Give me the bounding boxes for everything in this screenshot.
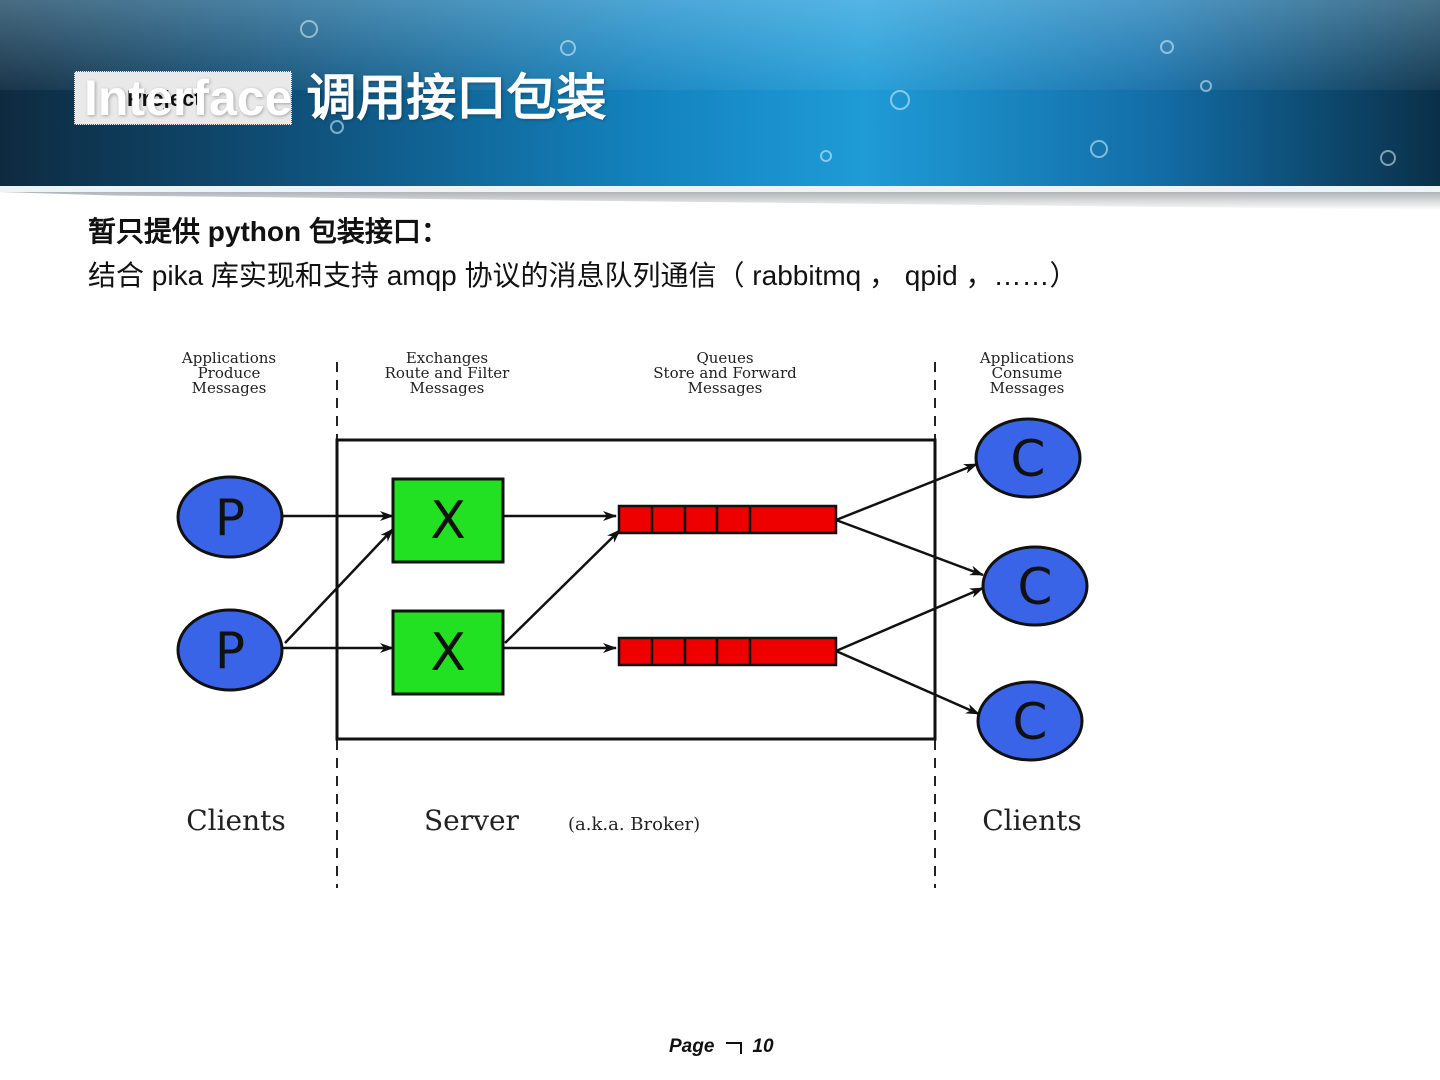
arrow-x2-q1	[504, 529, 621, 644]
page-number: 10	[752, 1036, 774, 1057]
header-text: Store and Forward	[653, 364, 797, 382]
consumer-label: C	[1018, 558, 1053, 616]
column-header-consumers: Applications Consume Messages	[979, 349, 1074, 397]
header-banner	[0, 0, 1440, 188]
exchange-box	[391, 609, 505, 696]
banner-edge	[0, 186, 1440, 192]
arrow-q2-c3	[835, 649, 980, 716]
bubble-decoration	[1200, 80, 1212, 92]
queue-node	[617, 636, 838, 667]
description-line: 结合 pika 库实现和支持 amqp 协议的消息队列通信（ rabbitmq …	[88, 260, 1078, 291]
exchange-node: X	[391, 477, 505, 564]
bubble-decoration	[330, 120, 344, 134]
header-text: Messages	[192, 379, 267, 397]
producer-label: P	[215, 622, 245, 680]
consumer-label: C	[1011, 430, 1046, 488]
header-text: Route and Filter	[385, 364, 511, 382]
clients-right-label: Clients	[982, 804, 1082, 837]
consumer-node: C	[981, 545, 1089, 627]
queue-bar	[617, 636, 838, 667]
consumer-circle	[981, 545, 1089, 627]
column-header-queues: Queues Store and Forward Messages	[653, 349, 797, 397]
project-tag: Project	[74, 71, 292, 125]
intro-line: 暂只提供 python 包装接口：	[88, 216, 449, 247]
header-text: Consume	[992, 364, 1063, 382]
consumer-circle	[974, 417, 1082, 499]
clients-left-label: Clients	[186, 804, 286, 837]
exchange-box	[391, 477, 505, 564]
bubble-decoration	[1160, 40, 1174, 54]
arrow-q1-c1	[835, 462, 978, 522]
page-label: Page	[669, 1036, 715, 1057]
arrow-q1-c2	[835, 518, 984, 577]
exchange-node: X	[391, 609, 505, 696]
header-text: Applications	[181, 349, 276, 367]
bubble-decoration	[1380, 150, 1396, 166]
server-note: (a.k.a. Broker)	[568, 814, 700, 835]
producer-circle	[176, 608, 284, 692]
exchange-label: X	[430, 491, 466, 551]
server-label: Server	[424, 804, 520, 837]
consumer-circle	[976, 680, 1084, 762]
bubble-decoration	[300, 20, 318, 38]
bubble-decoration	[1090, 140, 1108, 158]
header-text: Applications	[979, 349, 1074, 367]
producer-node: P	[176, 475, 284, 559]
producer-circle	[176, 475, 284, 559]
header-text: Messages	[688, 379, 763, 397]
header-text: Messages	[990, 379, 1065, 397]
bubble-decoration	[560, 40, 576, 56]
slide-title: Interface 调用接口包装	[84, 70, 607, 126]
exchange-label: X	[430, 623, 466, 683]
arrow-q2-c2	[835, 586, 984, 653]
header-text: Produce	[198, 364, 261, 382]
page-separator-icon	[726, 1042, 743, 1054]
column-header-producers: Applications Produce Messages	[181, 349, 276, 397]
page-footer: Page 10	[669, 1036, 774, 1058]
consumer-node: C	[976, 680, 1084, 762]
bubble-decoration	[890, 90, 910, 110]
producer-node: P	[176, 608, 284, 692]
header-text: Messages	[410, 379, 485, 397]
producer-label: P	[215, 489, 245, 547]
queue-bar	[617, 504, 838, 535]
queue-node	[617, 504, 838, 535]
header-text: Exchanges	[406, 349, 488, 367]
header-text: Queues	[696, 349, 753, 367]
consumer-node: C	[974, 417, 1082, 499]
arrow-p2-x1	[284, 528, 394, 644]
column-header-exchanges: Exchanges Route and Filter Messages	[385, 349, 511, 397]
flow-arrows	[283, 462, 984, 716]
bubble-decoration	[820, 150, 832, 162]
consumer-label: C	[1013, 693, 1048, 751]
